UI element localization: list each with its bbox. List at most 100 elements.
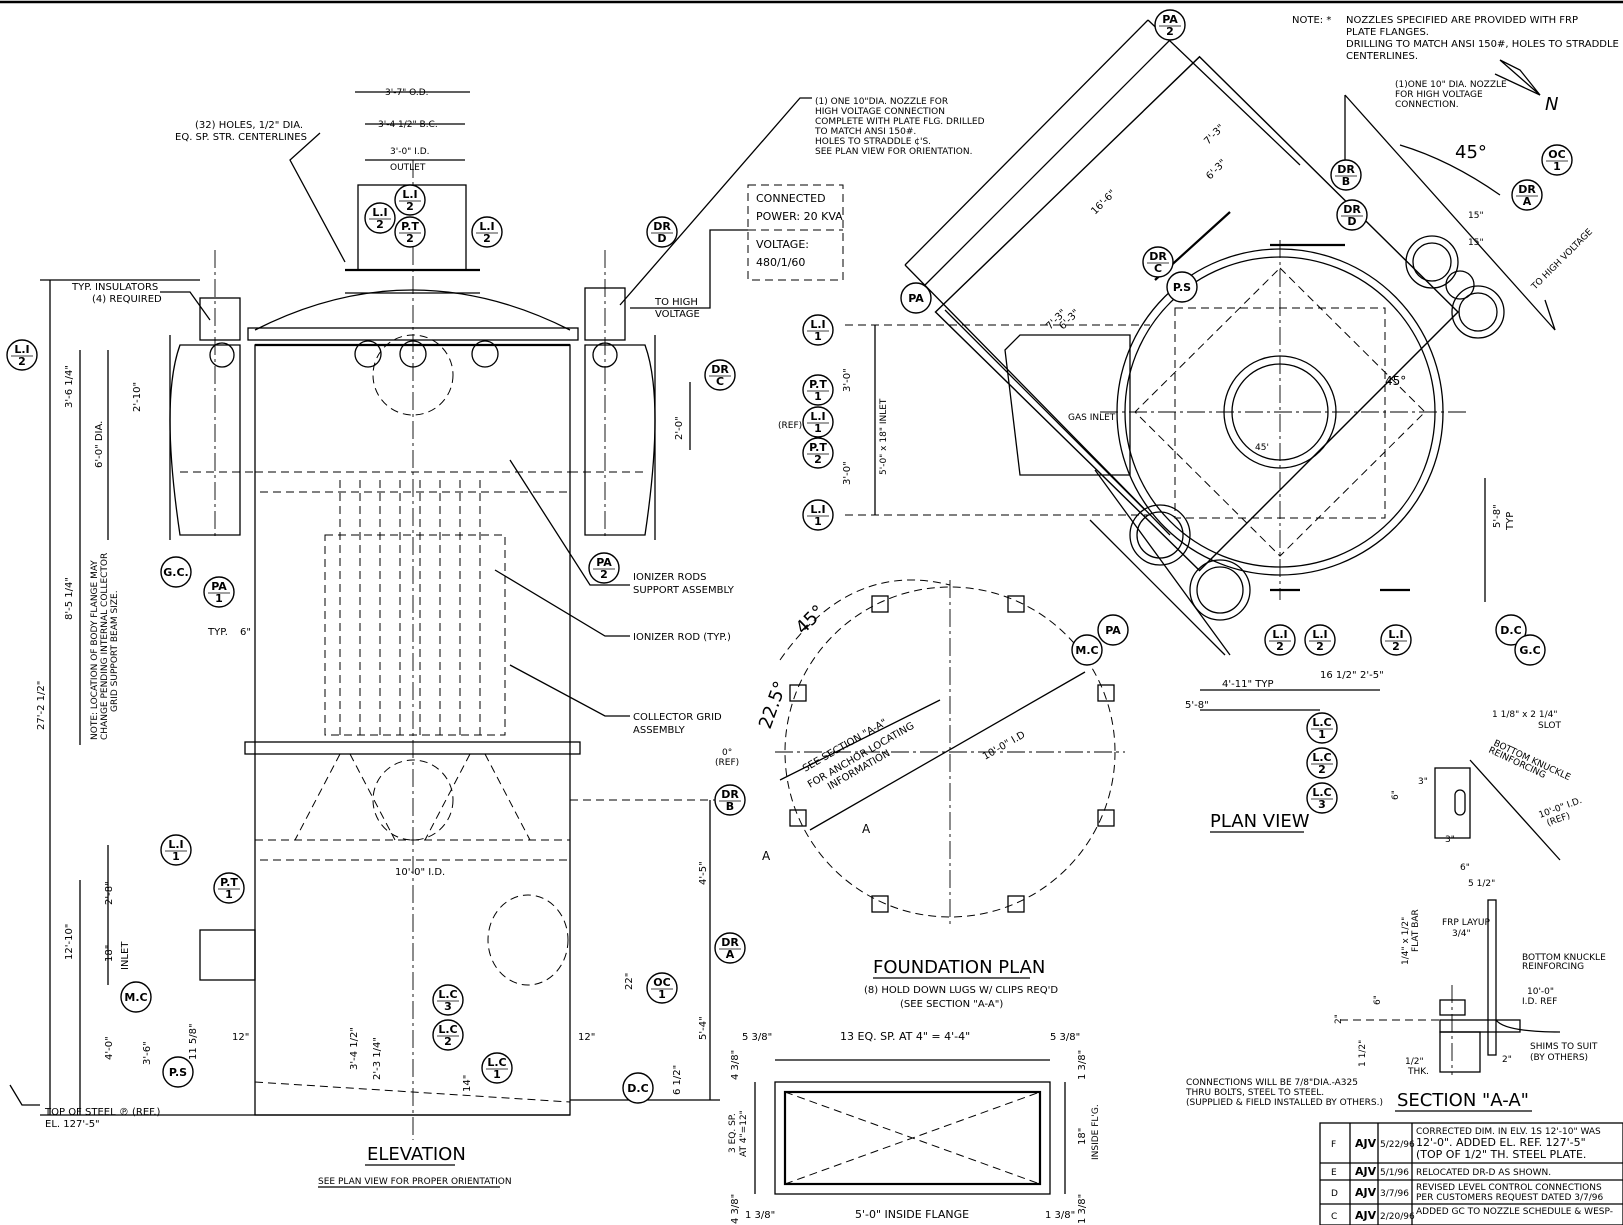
nozzle-note: (1) ONE 10"DIA. NOZZLE FOR [815, 97, 948, 107]
north-arrow-icon: N [1494, 59, 1558, 115]
slot-label: 1 1/8" x 2 1/4" [1492, 710, 1557, 720]
power-label: CONNECTED [756, 192, 826, 205]
elevation-subtitle: SEE PLAN VIEW FOR PROPER ORIENTATION [318, 1177, 512, 1187]
outlet-id-label: 3'-0" I.D. [390, 147, 429, 157]
nozzle-bubble: L.I1 [802, 499, 834, 531]
foundation-subtitle: (8) HOLD DOWN LUGS W/ CLIPS REQ'D [864, 985, 1058, 996]
bubble-tag: L.I [810, 503, 825, 516]
nozzle-bubble: OC1 [646, 972, 678, 1004]
bubble-number: B [726, 800, 734, 813]
connections-note: THRU BOLTS, STEEL TO STEEL. [1185, 1088, 1324, 1098]
rev-date: 3/7/96 [1380, 1189, 1409, 1199]
bubble-tag: G.C. [163, 566, 188, 579]
note-line: PLATE FLANGES. [1346, 27, 1429, 38]
top-of-steel-label: EL. 127'-5" [45, 1119, 100, 1130]
flange-dim: 4 3/8" [730, 1050, 741, 1080]
section-mark-a: A [862, 822, 871, 836]
dim-label: 11 5/8" [188, 1023, 199, 1060]
dim-label: 2'-0" [674, 416, 685, 440]
bubble-tag: DR [711, 363, 729, 376]
nozzle-bubble: L.I2 [394, 184, 426, 216]
nozzle-bubble: DRD [1336, 199, 1368, 231]
bubble-tag: L.C [1312, 786, 1331, 799]
bubble-number: 3 [444, 1000, 452, 1013]
dim-label: 4'-5" [698, 861, 709, 885]
flange-dim: INSIDE FL'G. [1091, 1104, 1101, 1160]
body-flange-note: NOTE: LOCATION OF BODY FLANGE MAY [90, 560, 100, 740]
dim-label: 6" [240, 627, 251, 638]
dim-label: 45° [1385, 374, 1406, 388]
nozzle-note: TO MATCH ANSI 150#. [814, 127, 916, 137]
bubble-tag: DR [653, 220, 671, 233]
nozzle-bubble: DRB [1330, 159, 1362, 191]
bubble-number: C [716, 375, 724, 388]
nozzle-bubble: DRA [1511, 179, 1543, 211]
revision-rows: F AJV 5/22/96 CORRECTED DIM. IN ELV. 1S … [1331, 1127, 1613, 1222]
plan-nozzle-note: (1)ONE 10" DIA. NOZZLE [1395, 80, 1507, 90]
bubble-tag: P.T [401, 220, 419, 233]
nozzle-bubble: OC1 [1541, 144, 1573, 176]
flange-dim: AT 4"=12" [739, 1110, 749, 1157]
inlet-flange-detail [754, 1059, 1066, 1195]
bubble-number: 1 [172, 850, 180, 863]
dim-label: 2'-10" [132, 382, 143, 412]
bubble-tag: DR [1518, 183, 1536, 196]
nozzle-bubble: DRC [704, 359, 736, 391]
flange-dim: 1 3/8" [1077, 1194, 1088, 1224]
bottom-knuckle-label: REINFORCING [1522, 962, 1584, 972]
id-ref-label: 10'-0" [1527, 987, 1554, 997]
rev-desc: 12'-0". ADDED EL. REF. 127'-5" [1416, 1136, 1586, 1149]
nozzle-bubble: D.C [622, 1072, 654, 1104]
nozzle-bubble: PA [900, 282, 932, 314]
rev-desc: PER CUSTOMERS REQUEST DATED 3/7/96 [1416, 1193, 1603, 1203]
top-of-steel-label: TOP OF STEEL ℗ (REF.) [44, 1107, 161, 1118]
dim-label: 12'-10" [64, 924, 75, 960]
dim-label: 18" [104, 945, 115, 962]
dim-label: 10'-0" I.D. [395, 867, 445, 878]
rev-date: 5/22/96 [1380, 1140, 1415, 1150]
bubble-tag: DR [721, 788, 739, 801]
nozzle-bubble: PA1 [203, 576, 235, 608]
bubble-number: 2 [1316, 640, 1324, 653]
dim-label: 1 1/2" [1358, 1040, 1368, 1067]
dim-label: 2" [1334, 1014, 1344, 1024]
bubble-tag: PA [211, 580, 227, 593]
bubble-number: A [726, 948, 735, 961]
dim-label: 1/2" [1405, 1057, 1424, 1067]
dim-label: 5'-8" [1492, 504, 1503, 528]
zero-ref: 0° [722, 748, 732, 758]
bubble-number: 2 [406, 232, 414, 245]
flange-dim: 5 3/8" [742, 1032, 772, 1043]
nozzle-bubble: L.C1 [481, 1052, 513, 1084]
dim-label: 27'-2 1/2" [36, 681, 47, 730]
voltage-label: VOLTAGE: [756, 238, 809, 251]
flange-dim: 4 3/8" [730, 1194, 741, 1224]
flange-dim: 1 3/8" [745, 1210, 775, 1221]
bubble-number: 2 [1166, 25, 1174, 38]
rev-by: AJV [1355, 1186, 1377, 1199]
revision-row: C AJV 2/20/96 ADDED GC TO NOZZLE SCHEDUL… [1331, 1207, 1613, 1222]
bubble-tag: L.I [1272, 628, 1287, 641]
frp-label: 3/4" [1452, 929, 1471, 939]
plan-nozzle-note: CONNECTION. [1395, 100, 1459, 110]
note-line: CENTERLINES. [1346, 51, 1418, 62]
connections-note: (SUPPLIED & FIELD INSTALLED BY OTHERS.) [1186, 1098, 1383, 1108]
nozzle-note: HOLES TO STRADDLE ¢'S. [815, 137, 931, 147]
dim-label: 22" [624, 973, 635, 990]
bubble-tag: L.I [810, 410, 825, 423]
nozzle-bubble: L.I2 [1304, 624, 1336, 656]
foundation-labels: SEE SECTION "A-A" FOR ANCHOR LOCATING IN… [715, 601, 1058, 1010]
bubble-tag: L.I [372, 206, 387, 219]
rev-desc: RELOCATED DR-D AS SHOWN. [1416, 1168, 1551, 1178]
rev-date: 5/1/96 [1380, 1168, 1409, 1178]
nozzle-bubble: P.T1 [802, 374, 834, 406]
rev-desc: (TOP OF 1/2" TH. STEEL PLATE. [1416, 1148, 1586, 1161]
dim-label: 45' [1255, 443, 1269, 453]
nozzle-bubble: L.I2 [471, 216, 503, 248]
id-ref-label: I.D. REF [1522, 997, 1557, 1007]
nozzle-note: SEE PLAN VIEW FOR ORIENTATION. [815, 147, 972, 157]
bubble-tag: P.T [220, 876, 238, 889]
revision-table [1319, 1122, 1623, 1225]
dim-label: 3'-0" [842, 368, 853, 392]
bubble-number: 1 [814, 390, 822, 403]
